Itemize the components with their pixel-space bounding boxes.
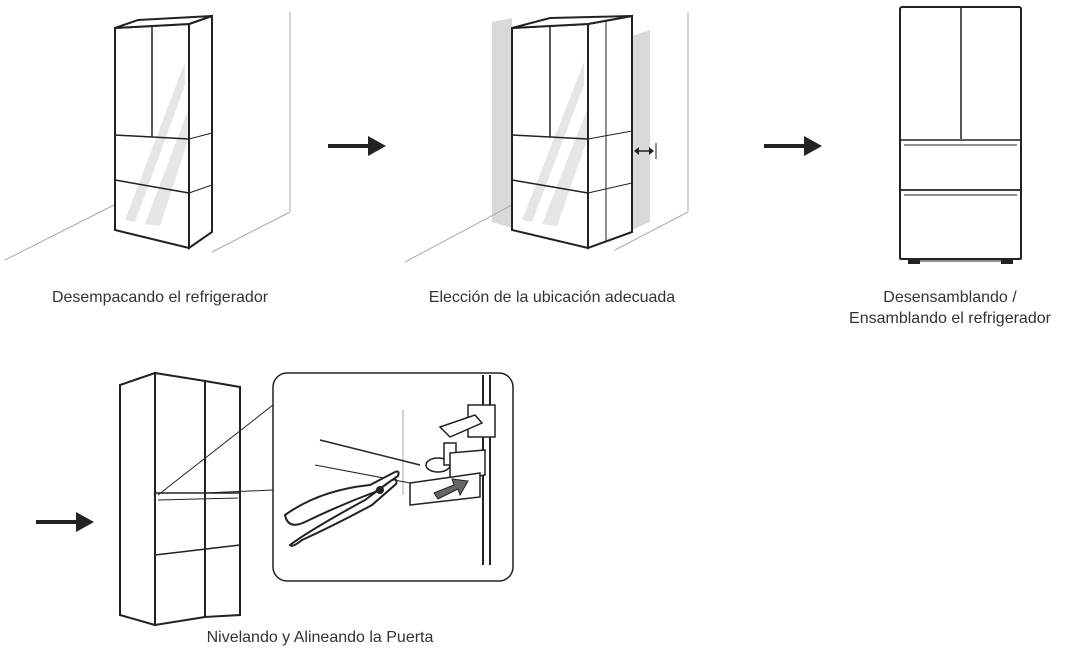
step-location: Elección de la ubicación adecuada — [400, 0, 730, 330]
step-assemble: Desensamblando / Ensamblando el refriger… — [849, 0, 1070, 340]
step-caption: Desensamblando / Ensamblando el refriger… — [800, 287, 1070, 329]
caption-line: Desensamblando / — [883, 289, 1017, 306]
refrigerator-clearance-illustration — [404, 12, 689, 263]
step-unpack: Desempacando el refrigerador — [0, 0, 300, 330]
caption-line: Ensamblando el refrigerador — [849, 310, 1051, 327]
caption-line: Desempacando el refrigerador — [51, 289, 269, 306]
step-leveling: Nivelando y Alineando la Puerta — [110, 365, 530, 652]
caption-line: Nivelando y Alineando la Puerta — [206, 629, 434, 646]
pliers-icon — [283, 470, 400, 547]
arrow-right-icon — [764, 136, 822, 156]
arrow-right-icon — [36, 512, 94, 532]
refrigerator-front-illustration — [899, 6, 1022, 264]
step-caption: Nivelando y Alineando la Puerta — [170, 627, 470, 648]
step-caption: Desempacando el refrigerador — [10, 287, 310, 308]
arrow-right-icon — [328, 136, 386, 156]
clearance-arrow-icon — [634, 143, 657, 159]
caption-line: Elección de la ubicación adecuada — [428, 289, 676, 306]
refrigerator-corner-illustration — [4, 12, 291, 261]
step-caption: Elección de la ubicación adecuada — [387, 287, 717, 308]
push-arrow-icon — [433, 478, 469, 500]
